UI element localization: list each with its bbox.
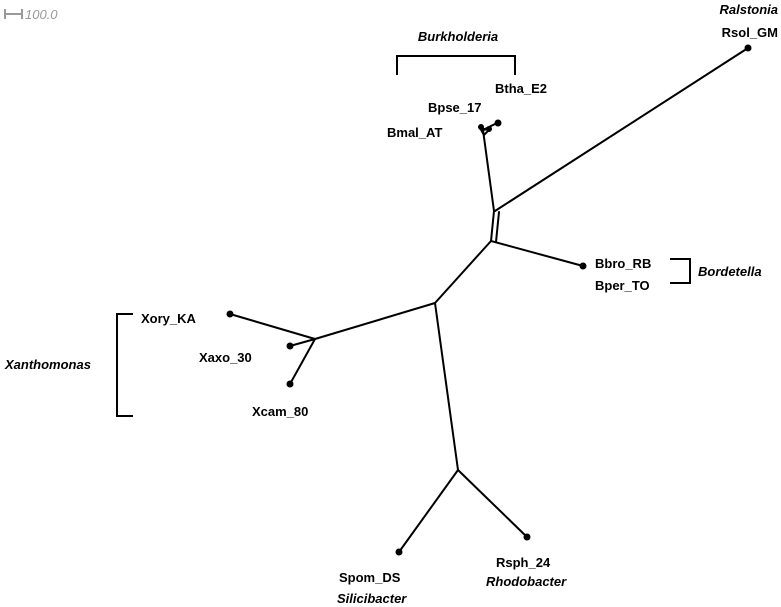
bracket-burkholderia	[396, 55, 516, 75]
leaf-label-xory: Xory_KA	[141, 311, 197, 326]
branch-root-to-rhodobacterales	[434, 302, 459, 471]
leaf-label-bbro: Bbro_RB	[595, 256, 651, 271]
branch-upper-internal-b	[495, 211, 500, 243]
leaf-labels: Rsol_GM Btha_E2 Bpse_17 Bmal_AT Bbro_RB …	[141, 25, 778, 585]
leaf-dot-spom	[395, 548, 403, 556]
bracket-bordetella	[670, 258, 691, 284]
tree-branches	[229, 47, 749, 553]
group-label-silicibacter: Silicibacter	[337, 591, 407, 606]
leaf-dot-rsph	[523, 533, 531, 541]
leaf-label-rsph: Rsph_24	[496, 555, 551, 570]
leaf-dot-xaxo	[286, 342, 294, 350]
leaf-label-xaxo: Xaxo_30	[199, 350, 252, 365]
branch-xcam	[289, 338, 316, 385]
group-label-rhodobacter: Rhodobacter	[486, 574, 567, 589]
leaf-label-bper: Bper_TO	[595, 278, 650, 293]
group-label-ralstonia: Ralstonia	[719, 2, 778, 17]
group-label-burkholderia: Burkholderia	[418, 29, 498, 44]
leaf-dot-bbro	[579, 262, 587, 270]
branch-root-to-xanthomonas	[314, 302, 436, 340]
bracket-xanthomonas	[116, 313, 133, 417]
leaf-label-btha: Btha_E2	[495, 81, 547, 96]
leaf-label-bpse: Bpse_17	[428, 100, 481, 115]
branch-rsph	[457, 469, 528, 538]
leaf-label-bmal: Bmal_AT	[387, 125, 442, 140]
branch-upper-internal-a	[490, 210, 495, 242]
branch-burkholderia-stem	[482, 129, 495, 212]
branch-xory	[229, 313, 316, 340]
branch-root-to-upper	[434, 240, 492, 304]
leaf-label-rsol: Rsol_GM	[722, 25, 778, 40]
branch-bordetella	[490, 240, 584, 267]
leaf-dots	[226, 44, 752, 556]
branch-xaxo	[289, 338, 316, 347]
leaf-dot-btha	[494, 119, 502, 127]
leaf-dot-bmal	[486, 126, 492, 132]
group-labels: Ralstonia Burkholderia Bordetella Xantho…	[4, 2, 778, 606]
branch-burkholderia-loop	[478, 126, 491, 137]
leaf-label-spom: Spom_DS	[339, 570, 401, 585]
branch-spom	[398, 469, 459, 553]
group-label-xanthomonas: Xanthomonas	[4, 357, 91, 372]
branch-ralstonia	[494, 47, 749, 212]
leaf-dot-xory	[226, 310, 234, 318]
leaf-dot-bpse	[478, 124, 484, 130]
group-label-bordetella: Bordetella	[698, 264, 762, 279]
scale-bar-label: 100.0	[25, 7, 58, 22]
leaf-dot-xcam	[286, 380, 294, 388]
scale-bar: 100.0	[4, 7, 58, 22]
leaf-label-xcam: Xcam_80	[252, 404, 308, 419]
group-brackets	[116, 55, 691, 417]
leaf-dot-rsol	[744, 44, 752, 52]
